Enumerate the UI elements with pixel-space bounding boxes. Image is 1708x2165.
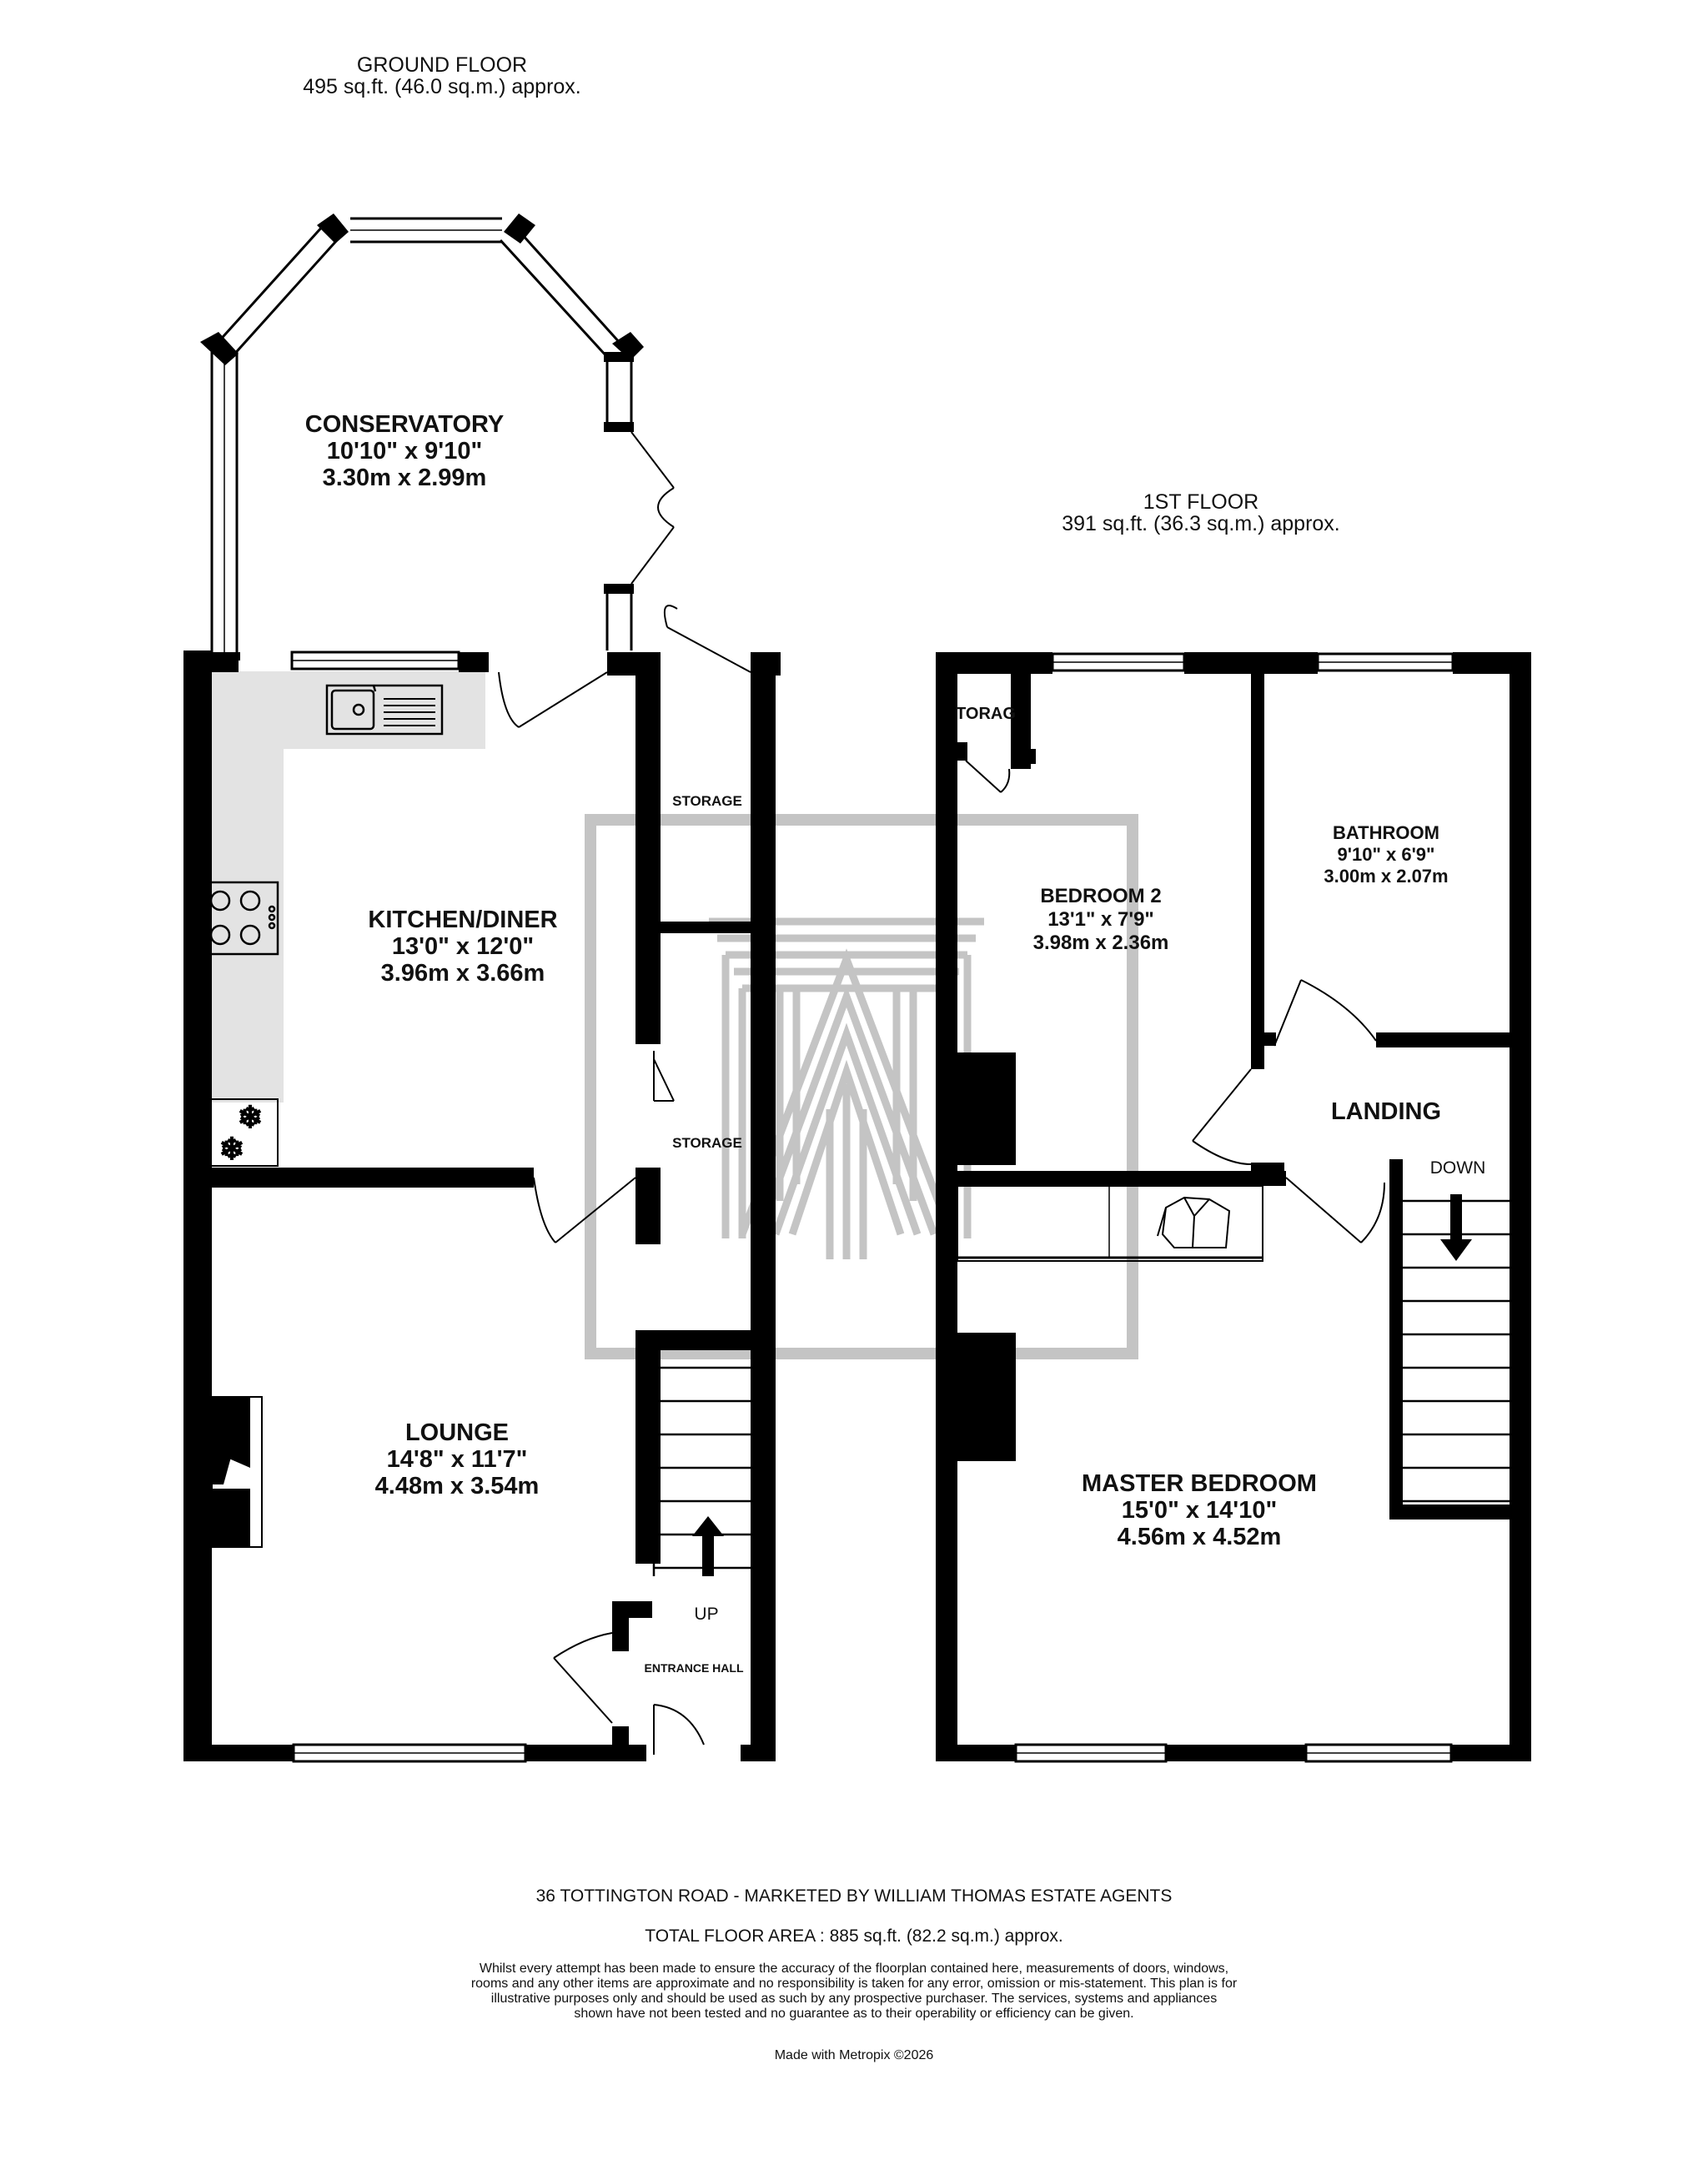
first-floor-plan <box>936 652 1531 1763</box>
master-bedroom-name: MASTER BEDROOM <box>1082 1470 1317 1497</box>
stairs-up-label: UP <box>694 1605 718 1624</box>
conservatory-metric: 3.30m x 2.99m <box>323 465 487 491</box>
ground-floor-title: GROUND FLOOR <box>357 53 527 77</box>
storage-upper-label: STORAGE <box>672 793 742 809</box>
ground-floor-windows <box>290 651 527 1763</box>
conservatory-windows <box>200 213 675 661</box>
ground-floor-plan: ❄ ❄ <box>183 213 781 1763</box>
floorplan-labels: GROUND FLOOR 495 sq.ft. (46.0 sq.m.) app… <box>303 53 1485 1675</box>
stairs-up-arrow-icon <box>692 1516 724 1576</box>
kitchen-worktop <box>203 671 485 1103</box>
first-floor-storage-label: TORAG <box>956 705 1016 723</box>
kitchen-metric: 3.96m x 3.66m <box>381 960 545 987</box>
ground-floor-stairs <box>652 1353 756 1576</box>
bedroom2-metric: 3.98m x 2.36m <box>1033 932 1169 954</box>
kitchen-name: KITCHEN/DINER <box>368 907 557 933</box>
conservatory-name: CONSERVATORY <box>305 411 505 438</box>
landing-name: LANDING <box>1331 1098 1441 1125</box>
first-floor-area: 391 sq.ft. (36.3 sq.m.) approx. <box>1062 512 1340 535</box>
lounge-metric: 4.48m x 3.54m <box>375 1473 540 1499</box>
stairs-down-arrow-icon <box>1440 1194 1472 1261</box>
kitchen-hob <box>201 881 279 956</box>
lounge-chimney-breast <box>211 1396 263 1548</box>
bathroom-imperial: 9'10" x 6'9" <box>1338 844 1435 865</box>
lounge-name: LOUNGE <box>405 1419 509 1446</box>
lounge-imperial: 14'8" x 11'7" <box>387 1446 528 1473</box>
first-floor-title: 1ST FLOOR <box>1143 490 1258 514</box>
svg-text:❄: ❄ <box>219 1132 244 1166</box>
kitchen-imperial: 13'0" x 12'0" <box>392 933 534 960</box>
bathroom-metric: 3.00m x 2.07m <box>1324 866 1448 887</box>
ground-floor-area: 495 sq.ft. (46.0 sq.m.) approx. <box>303 75 581 98</box>
footer-address: 36 TOTTINGTON ROAD - MARKETED BY WILLIAM… <box>535 1886 1173 1906</box>
footer-disclaimer: Whilst every attempt has been made to en… <box>470 1962 1238 2021</box>
svg-text:❄: ❄ <box>238 1100 263 1134</box>
built-in-wardrobe <box>957 1185 1263 1262</box>
bathroom-name: BATHROOM <box>1333 822 1439 843</box>
master-bedroom-metric: 4.56m x 4.52m <box>1118 1524 1282 1550</box>
conservatory-imperial: 10'10" x 9'10" <box>327 438 482 465</box>
footer-made-with: Made with Metropix ©2026 <box>774 2048 934 2062</box>
kitchen-sink <box>325 684 444 736</box>
first-floor-doors <box>965 760 1385 1243</box>
ground-floor-doors <box>498 605 751 1755</box>
bedroom2-name: BEDROOM 2 <box>1040 885 1161 907</box>
first-floor-windows <box>1014 652 1454 1763</box>
stairs-down-label: DOWN <box>1430 1158 1486 1178</box>
storage-lower-label: STORAGE <box>672 1135 742 1151</box>
shirt-icon <box>1157 1196 1231 1248</box>
ground-floor-walls <box>183 651 781 1761</box>
fridge-freezer: ❄ ❄ <box>202 1098 279 1167</box>
first-floor-stairs <box>1403 1199 1510 1503</box>
footer-total-area: TOTAL FLOOR AREA : 885 sq.ft. (82.2 sq.m… <box>645 1926 1063 1946</box>
master-bedroom-imperial: 15'0" x 14'10" <box>1122 1497 1277 1524</box>
entrance-hall-label: ENTRANCE HALL <box>645 1661 744 1675</box>
first-floor-walls <box>936 652 1531 1761</box>
bedroom2-imperial: 13'1" x 7'9" <box>1047 908 1154 931</box>
